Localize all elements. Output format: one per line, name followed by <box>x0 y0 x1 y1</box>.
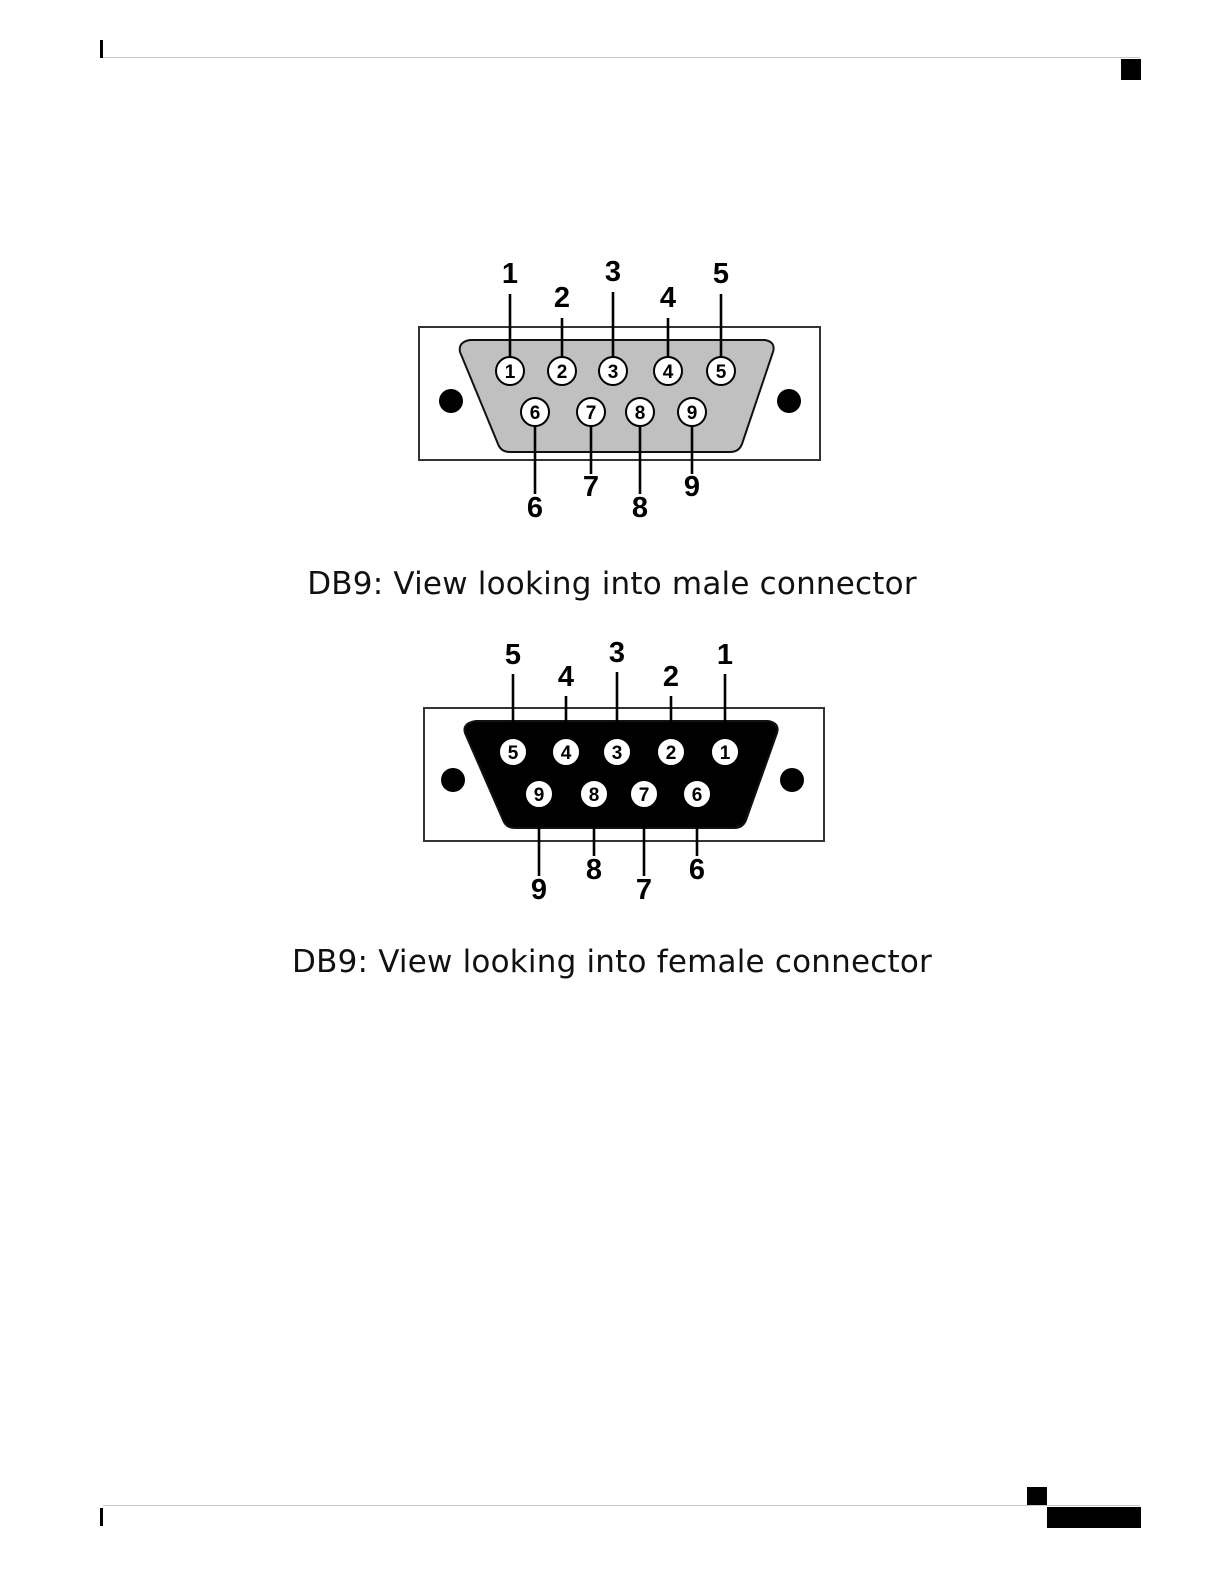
male-top-label-2: 2 <box>554 282 570 314</box>
female-bottom-label-8: 8 <box>586 854 602 886</box>
male-pin-1-number: 1 <box>505 362 516 383</box>
male-top-label-5: 5 <box>713 258 729 290</box>
male-pin-5-number: 5 <box>716 362 727 383</box>
male-pin-7-number: 7 <box>586 403 597 424</box>
female-top-label-5: 5 <box>505 639 521 671</box>
male-connector-caption: DB9: View looking into male connector <box>0 566 1224 602</box>
female-pin-8-number: 8 <box>589 785 600 806</box>
female-pin-6-number: 6 <box>692 785 703 806</box>
female-top-label-3: 3 <box>609 637 625 669</box>
male-mounting-hole-right <box>777 389 801 413</box>
female-bottom-label-6: 6 <box>689 854 705 886</box>
female-pin-7-number: 7 <box>639 785 650 806</box>
female-pin-9-number: 9 <box>534 785 545 806</box>
male-bottom-label-7: 7 <box>583 471 599 503</box>
male-pin-9-number: 9 <box>687 403 698 424</box>
female-pin-2-number: 2 <box>666 743 677 764</box>
male-pin-4-number: 4 <box>663 362 674 383</box>
female-top-label-4: 4 <box>558 661 574 693</box>
female-pin-1-number: 1 <box>720 743 731 764</box>
male-pin-3-number: 3 <box>608 362 619 383</box>
female-bottom-label-9: 9 <box>531 874 547 906</box>
female-mounting-hole-right <box>780 768 804 792</box>
female-bottom-label-7: 7 <box>636 874 652 906</box>
male-top-label-1: 1 <box>502 258 518 290</box>
female-top-label-2: 2 <box>663 661 679 693</box>
female-connector-caption: DB9: View looking into female connector <box>0 944 1224 980</box>
male-top-label-4: 4 <box>660 282 676 314</box>
male-top-label-3: 3 <box>605 256 621 288</box>
female-pin-4-number: 4 <box>561 743 572 764</box>
female-pin-5-number: 5 <box>508 743 519 764</box>
male-bottom-label-6: 6 <box>527 492 543 524</box>
female-mounting-hole-left <box>441 768 465 792</box>
male-pin-8-number: 8 <box>635 403 646 424</box>
female-top-label-1: 1 <box>717 639 733 671</box>
male-bottom-label-9: 9 <box>684 471 700 503</box>
male-mounting-hole-left <box>439 389 463 413</box>
male-bottom-label-8: 8 <box>632 492 648 524</box>
male-pin-2-number: 2 <box>557 362 568 383</box>
female-connector-shell <box>464 721 777 828</box>
male-pin-6-number: 6 <box>530 403 541 424</box>
female-pin-3-number: 3 <box>612 743 623 764</box>
